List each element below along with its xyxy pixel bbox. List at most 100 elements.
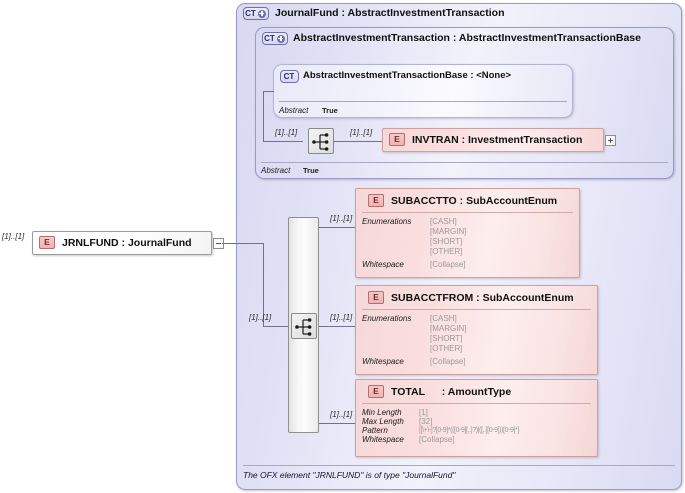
subacctto-separator: : bbox=[459, 195, 464, 207]
aitb-abstract-value: True bbox=[322, 106, 338, 115]
ct-badge-abstractinvestmenttransaction[interactable]: CT bbox=[262, 32, 288, 45]
total-facet-key-whitespace: Whitespace bbox=[362, 435, 404, 444]
element-jrnlfund[interactable] bbox=[32, 231, 212, 255]
element-subacctfrom-title: SUBACCTFROM : SubAccountEnum bbox=[391, 292, 596, 304]
subacctfrom-type: SubAccountEnum bbox=[482, 292, 574, 304]
sequence-icon-main[interactable] bbox=[291, 313, 317, 339]
aitb-separator: : bbox=[470, 70, 474, 81]
ct-badge-aitb-label: CT bbox=[283, 71, 295, 81]
element-subacctfrom[interactable] bbox=[355, 285, 598, 375]
element-subacctto-title: SUBACCTTO : SubAccountEnum bbox=[391, 195, 576, 207]
subacctto-name: SUBACCTTO bbox=[391, 195, 457, 207]
cardinality-subacctto: [1]..[1] bbox=[330, 214, 353, 223]
journalfund-separator: : bbox=[341, 7, 346, 19]
connector-to-sequence-outer bbox=[263, 141, 303, 142]
ct-badge-journalfund-label: CT bbox=[245, 8, 256, 18]
cardinality-total: [1]..[1] bbox=[330, 410, 353, 419]
invtran-separator: : bbox=[461, 134, 466, 146]
e-badge-subacctfrom-label: E bbox=[373, 292, 379, 303]
complex-type-journalfund-title: JournalFund : AbstractInvestmentTransact… bbox=[275, 7, 675, 19]
e-badge-invtran[interactable]: E bbox=[389, 133, 405, 146]
connector-to-leaf bbox=[263, 91, 274, 92]
connector-vertical-inner bbox=[263, 91, 264, 141]
e-badge-subacctto-label: E bbox=[373, 195, 379, 206]
subacctfrom-facet-key-whitespace: Whitespace bbox=[362, 357, 404, 366]
e-badge-subacctfrom[interactable]: E bbox=[368, 291, 384, 304]
total-facet-val-whitespace: [Collapse] bbox=[419, 435, 455, 444]
subacctto-type: SubAccountEnum bbox=[466, 195, 558, 207]
connector-branch-subacctfrom bbox=[319, 326, 355, 327]
aitb-divider bbox=[279, 101, 567, 102]
jrnlfund-type: JournalFund bbox=[127, 237, 192, 249]
subacctto-facet-key-whitespace: Whitespace bbox=[362, 260, 404, 269]
subacctfrom-facet-val-cash: [CASH] bbox=[430, 314, 457, 323]
journalfund-name: JournalFund bbox=[275, 7, 339, 19]
subacctto-divider bbox=[362, 212, 573, 213]
e-badge-invtran-label: E bbox=[394, 134, 400, 145]
connector-branch-total bbox=[319, 423, 355, 424]
total-separator: : bbox=[441, 386, 446, 398]
cardinality-invtran: [1]..[1] bbox=[350, 128, 373, 137]
cardinality-main-sequence: [1]..[1] bbox=[249, 313, 272, 322]
subacctto-facet-key-enumerations: Enumerations bbox=[362, 217, 412, 226]
connector-jrnlfund-right bbox=[222, 243, 263, 244]
sequence-icon-outer[interactable] bbox=[308, 128, 334, 154]
cardinality-sequence-outer: [1]..[1] bbox=[275, 128, 298, 137]
complex-type-abstractinvestmenttransactionbase-container[interactable] bbox=[273, 64, 573, 118]
plus-icon[interactable] bbox=[257, 9, 266, 18]
plus-icon[interactable] bbox=[276, 34, 285, 43]
connector-to-main-sequence bbox=[263, 326, 291, 327]
subacctfrom-facet-val-other: [OTHER] bbox=[430, 344, 463, 353]
subacctfrom-separator: : bbox=[476, 292, 480, 304]
element-jrnlfund-title: JRNLFUND : JournalFund bbox=[62, 237, 212, 249]
subacctto-facet-val-cash: [CASH] bbox=[430, 217, 457, 226]
ait-abstract-value: True bbox=[303, 166, 319, 175]
element-invtran[interactable] bbox=[382, 128, 604, 152]
subacctto-facet-val-collapse: [Collapse] bbox=[430, 260, 466, 269]
e-badge-jrnlfund[interactable]: E bbox=[39, 236, 55, 249]
subacctto-facet-val-short: [SHORT] bbox=[430, 237, 463, 246]
element-total-title: TOTAL : AmountType bbox=[391, 386, 596, 398]
complex-type-abstractinvestmenttransaction-title: AbstractInvestmentTransaction : Abstract… bbox=[293, 32, 668, 44]
expand-toggle-invtran[interactable] bbox=[605, 135, 616, 146]
invtran-name: INVTRAN bbox=[412, 134, 459, 146]
invtran-type: InvestmentTransaction bbox=[468, 134, 583, 146]
sequence-glyph bbox=[312, 133, 329, 151]
subacctfrom-facet-val-short: [SHORT] bbox=[430, 334, 463, 343]
jrnlfund-name: JRNLFUND bbox=[62, 237, 119, 249]
subacctfrom-facet-key-enumerations: Enumerations bbox=[362, 314, 412, 323]
aitb-abstract-key: Abstract bbox=[279, 106, 309, 115]
journalfund-type: AbstractInvestmentTransaction bbox=[347, 7, 505, 19]
ait-divider bbox=[261, 162, 668, 163]
total-facet-key-minlength: Min Length bbox=[362, 408, 402, 417]
total-type: AmountType bbox=[447, 386, 512, 398]
complex-type-aitb-title: AbstractInvestmentTransactionBase : <Non… bbox=[303, 70, 565, 82]
element-subacctto[interactable] bbox=[355, 188, 580, 278]
element-invtran-title: INVTRAN : InvestmentTransaction bbox=[412, 134, 602, 146]
connector-sequence-to-invtran bbox=[334, 141, 382, 142]
element-total[interactable] bbox=[355, 379, 598, 457]
total-facet-key-maxlength: Max Length bbox=[362, 417, 404, 426]
ct-badge-journalfund[interactable]: CT bbox=[243, 7, 269, 20]
total-facet-val-maxlength: [32] bbox=[419, 417, 433, 426]
ait-separator: : bbox=[452, 32, 457, 44]
aitb-name: AbstractInvestmentTransactionBase bbox=[303, 70, 468, 81]
ait-name: AbstractInvestmentTransaction bbox=[293, 32, 450, 44]
subacctto-facet-val-margin: [MARGIN] bbox=[430, 227, 467, 236]
total-name: TOTAL bbox=[391, 386, 425, 398]
sequence-glyph-main bbox=[295, 318, 312, 336]
ct-badge-ait-label: CT bbox=[264, 33, 275, 43]
e-badge-subacctto[interactable]: E bbox=[368, 194, 384, 207]
e-badge-jrnlfund-label: E bbox=[44, 237, 50, 248]
note-divider bbox=[243, 465, 675, 466]
connector-branch-subacctto bbox=[319, 227, 355, 228]
ait-abstract-key: Abstract bbox=[261, 166, 291, 175]
aitb-type: <None> bbox=[476, 70, 512, 81]
subacctfrom-facet-val-collapse: [Collapse] bbox=[430, 357, 466, 366]
e-badge-total[interactable]: E bbox=[368, 385, 384, 398]
total-facet-key-pattern: Pattern bbox=[362, 426, 388, 435]
ct-badge-abstractinvestmenttransactionbase[interactable]: CT bbox=[280, 70, 299, 83]
ait-type: AbstractInvestmentTransactionBase bbox=[458, 32, 641, 44]
subacctfrom-name: SUBACCTFROM bbox=[391, 292, 474, 304]
total-facet-val-minlength: [1] bbox=[419, 408, 428, 417]
